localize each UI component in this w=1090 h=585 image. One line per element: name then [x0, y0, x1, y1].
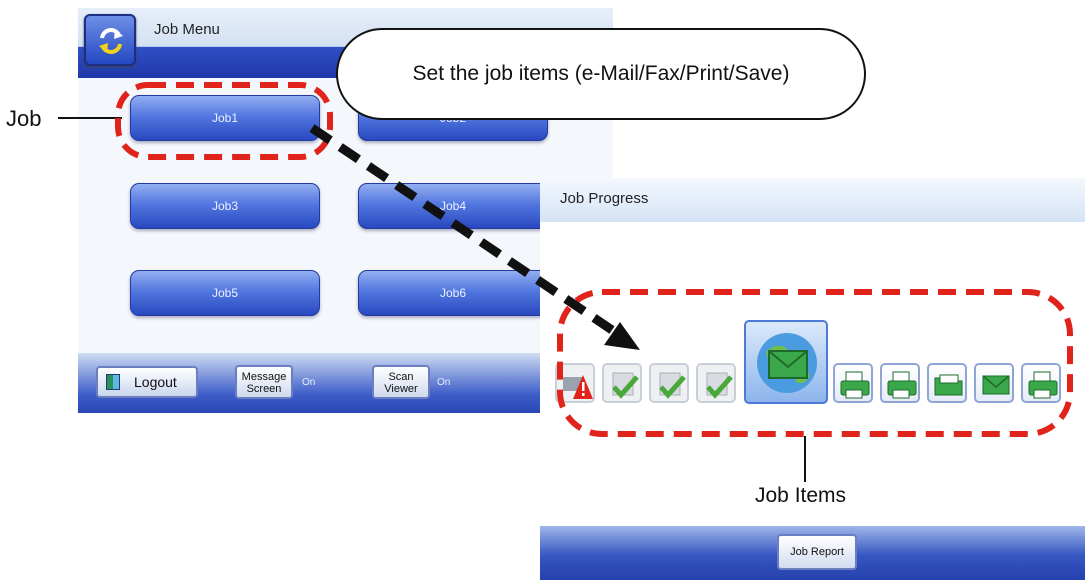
job-report-button[interactable]: Job Report — [777, 534, 857, 570]
job-item-10[interactable] — [1021, 363, 1061, 403]
job-grid: Job1 Job2 Job3 Job4 Job5 Job6 — [78, 78, 613, 353]
printer-icon — [840, 371, 870, 399]
job-button-1[interactable]: Job1 — [130, 95, 320, 141]
job-item-7[interactable] — [880, 363, 920, 403]
job-progress-title: Job Progress — [560, 190, 649, 207]
refresh-arrows-icon — [99, 28, 123, 54]
back-button[interactable] — [84, 14, 136, 66]
printer-icon — [887, 371, 917, 399]
error-warning-icon — [563, 375, 593, 399]
print-done-icon — [612, 372, 639, 399]
save-folder-icon — [934, 374, 963, 396]
print-done-icon — [706, 372, 733, 399]
job-button-4[interactable]: Job4 — [358, 183, 548, 229]
job-button-6[interactable]: Job6 — [358, 270, 548, 316]
callout-bubble: Set the job items (e-Mail/Fax/Print/Save… — [336, 28, 866, 120]
job-progress-header: Job Progress — [540, 178, 1085, 222]
job-items-highlight — [557, 289, 1073, 437]
job-item-9[interactable] — [974, 363, 1014, 403]
job-item-4[interactable] — [696, 363, 736, 403]
job-progress-footer: Job Report — [540, 526, 1085, 580]
email-icon — [982, 375, 1010, 395]
job-item-2[interactable] — [602, 363, 642, 403]
printer-icon — [1028, 371, 1058, 399]
scan-viewer-state: On — [437, 377, 451, 388]
job-menu-title: Job Menu — [154, 21, 220, 38]
message-screen-button[interactable]: Message Screen — [235, 365, 293, 399]
dashed-arrow-line — [309, 124, 615, 334]
logout-button[interactable]: Logout — [96, 366, 198, 398]
job-item-8[interactable] — [927, 363, 967, 403]
job-menu-footer: Logout Message Screen On Scan Viewer On — [78, 353, 613, 413]
job-button-3[interactable]: Job3 — [130, 183, 320, 229]
scan-viewer-button[interactable]: Scan Viewer — [372, 365, 430, 399]
logout-door-icon — [106, 374, 120, 390]
job-annotation-label: Job — [6, 106, 42, 131]
job-items-annotation-label: Job Items — [755, 484, 847, 507]
print-done-icon — [659, 372, 686, 399]
job-highlight — [115, 82, 333, 160]
job-button-5[interactable]: Job5 — [130, 270, 320, 316]
job-item-5[interactable] — [744, 320, 828, 404]
arrow-head — [604, 322, 640, 350]
logout-label: Logout — [134, 374, 177, 390]
job-progress-window: Job Progress — [540, 178, 1085, 580]
job-item-6[interactable] — [833, 363, 873, 403]
message-screen-state: On — [302, 377, 316, 388]
email-globe-icon — [757, 333, 817, 393]
job-item-3[interactable] — [649, 363, 689, 403]
